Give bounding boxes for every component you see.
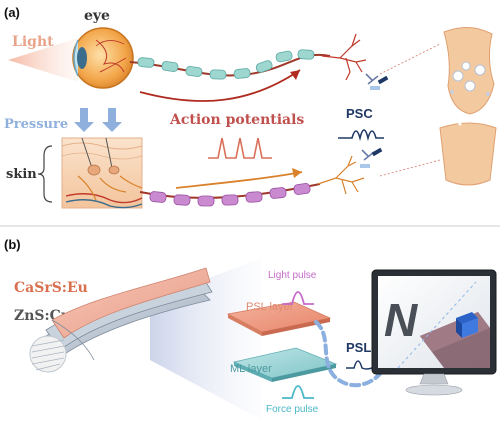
fiber-magnified-circle <box>29 335 67 373</box>
light-label: Light <box>12 34 54 50</box>
skin-illustration <box>61 137 143 209</box>
panel-b-label: (b) <box>4 237 21 252</box>
light-pulse-label: Light pulse <box>268 270 317 281</box>
psl-signal-link <box>314 320 390 388</box>
psl-layer-label: PSL layer <box>246 301 294 313</box>
flexible-film <box>39 267 213 361</box>
myelin-sheath-bottom <box>149 183 311 207</box>
psl-label: PSL <box>346 340 371 355</box>
axon-terminal-top <box>321 33 367 81</box>
ml-layer-label: ML layer <box>230 363 272 375</box>
synapse-illustration <box>439 27 497 186</box>
myelin-sheath-top <box>137 49 315 80</box>
signal-arrow-top <box>139 69 301 102</box>
action-potential-waveform <box>208 137 272 159</box>
psc-waveform <box>338 129 384 142</box>
casrs-label: CaSrS:Eu <box>14 280 88 296</box>
eye-label: eye <box>84 8 110 24</box>
monitor <box>371 269 497 396</box>
skin-bracket <box>37 145 53 203</box>
psl-waveform <box>346 360 373 370</box>
screen-letter: N <box>384 294 418 346</box>
action-potentials-label: Action potentials <box>169 112 304 128</box>
psl-layer-plate <box>226 301 332 336</box>
receptor-bottom <box>360 147 383 168</box>
force-pulse-waveform <box>282 385 314 399</box>
axon-terminal-bottom <box>317 155 365 195</box>
light-beam <box>8 38 78 82</box>
pressure-arrows <box>74 108 122 132</box>
receptor-top <box>365 73 389 90</box>
force-pulse-label: Force pulse <box>266 404 319 415</box>
eye-illustration <box>72 27 134 89</box>
ml-layer-plate <box>232 347 338 382</box>
pressure-label: Pressure <box>4 117 68 132</box>
skin-label: skin <box>6 167 37 182</box>
psc-label: PSC <box>346 106 373 121</box>
panel-a-label: (a) <box>4 5 20 20</box>
signal-arrow-bottom <box>175 171 303 189</box>
light-pulse-waveform <box>282 291 314 305</box>
